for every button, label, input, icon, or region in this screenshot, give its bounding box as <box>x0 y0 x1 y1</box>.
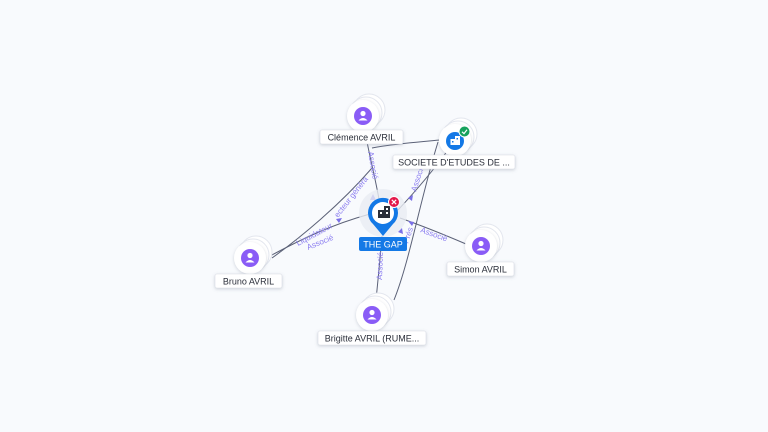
node-label: Bruno AVRIL <box>223 277 274 287</box>
node-label-bg <box>214 273 283 289</box>
edge-label-brigitte: Associé <box>375 251 385 280</box>
node-bruno[interactable]: Bruno AVRIL <box>214 235 283 289</box>
closed-x-badge <box>388 196 400 208</box>
edge-label-clemence: Associé <box>366 151 380 181</box>
node-label-bg <box>446 261 515 277</box>
node-brigitte[interactable]: Brigitte AVRIL (RUME... <box>317 292 427 346</box>
center-label-bg <box>359 237 407 251</box>
center-node[interactable]: THE GAP <box>359 189 407 251</box>
person-icon <box>354 107 372 125</box>
node-label-bg <box>319 129 404 145</box>
check-badge <box>458 125 471 138</box>
building-icon <box>378 206 390 218</box>
node-simon[interactable]: Simon AVRIL <box>446 223 515 277</box>
person-icon <box>472 237 490 255</box>
node-societe[interactable]: SOCIETE D'ETUDES DE ... <box>392 117 516 170</box>
node-label: SOCIETE D'ETUDES DE ... <box>398 158 510 168</box>
center-label: THE GAP <box>363 240 403 250</box>
node-label: Brigitte AVRIL (RUME... <box>325 334 420 344</box>
node-label-bg <box>392 154 516 170</box>
arrow-mark <box>398 228 403 234</box>
building-icon <box>450 136 460 145</box>
person-icon <box>241 249 259 267</box>
edge-label-simon: Associé <box>419 225 449 243</box>
node-label: Clémence AVRIL <box>328 133 396 143</box>
edge-bruno[interactable] <box>269 213 371 257</box>
edge-bruno-gerant[interactable] <box>271 167 373 259</box>
arrow-mark <box>408 221 414 226</box>
arrow-mark <box>408 195 413 201</box>
arrow-mark <box>336 218 342 223</box>
person-icon <box>363 306 381 324</box>
node-clemence[interactable]: Clémence AVRIL <box>319 93 404 145</box>
edge-clemence-societe[interactable] <box>371 139 441 149</box>
node-label: Simon AVRIL <box>454 265 507 275</box>
node-label-bg <box>317 330 427 346</box>
